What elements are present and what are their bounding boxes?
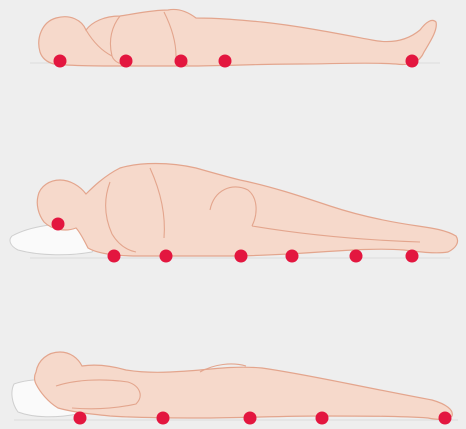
figure-prone — [12, 352, 458, 420]
pressure-point-1-3 — [175, 55, 188, 68]
figure-side-lying — [10, 164, 458, 259]
body-side-lying — [37, 164, 457, 257]
figure-supine — [30, 9, 440, 66]
pressure-point-3-4 — [316, 412, 329, 425]
pressure-point-1-4 — [219, 55, 232, 68]
pressure-point-2-5 — [286, 250, 299, 263]
pressure-point-1-1 — [54, 55, 67, 68]
pressure-point-2-6 — [350, 250, 363, 263]
pressure-point-2-3 — [160, 250, 173, 263]
pressure-point-1-2 — [120, 55, 133, 68]
pressure-point-3-2 — [157, 412, 170, 425]
pressure-point-3-1 — [74, 412, 87, 425]
body-supine — [39, 9, 437, 66]
pressure-point-1-5 — [406, 55, 419, 68]
pressure-point-3-3 — [244, 412, 257, 425]
pressure-point-3-5 — [439, 412, 452, 425]
pressure-point-2-7 — [406, 250, 419, 263]
pressure-point-2-2 — [108, 250, 121, 263]
pressure-point-2-4 — [235, 250, 248, 263]
pressure-point-2-1 — [52, 218, 65, 231]
